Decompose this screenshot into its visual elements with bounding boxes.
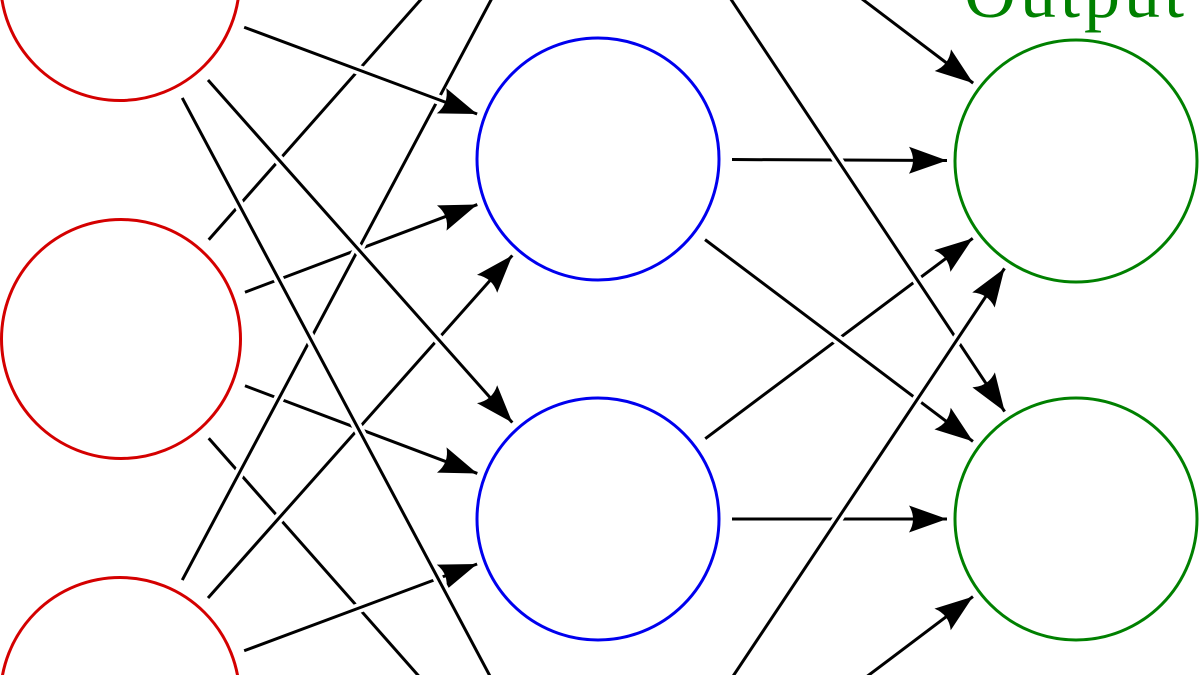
- input-2-node: [0, 218, 242, 460]
- output-layer-label: Output: [964, 0, 1188, 35]
- input-3-node: [1, 576, 239, 675]
- edge-arrow-input-1-hidden-1: [243, 25, 478, 116]
- hidden-1-node: [475, 36, 721, 282]
- edge-arrow-hidden-3-output-1: [732, 267, 1006, 675]
- input-1-node: [0, 0, 240, 102]
- edge-arrow-input-1-hidden-2: [206, 79, 514, 424]
- output-1-node: [953, 38, 1199, 284]
- edge-arrow-input-1-hidden-3: [180, 97, 492, 675]
- edge-arrow-hidden-1-output-2: [704, 238, 974, 443]
- edge-arrow-hidden-0-output-1: [860, 0, 975, 85]
- output-2-node: [953, 396, 1199, 642]
- edge-arrow-hidden-0-output-2: [729, 0, 1006, 413]
- hidden-2-node: [475, 396, 721, 642]
- edge-arrow-hidden-3-output-2: [866, 595, 974, 675]
